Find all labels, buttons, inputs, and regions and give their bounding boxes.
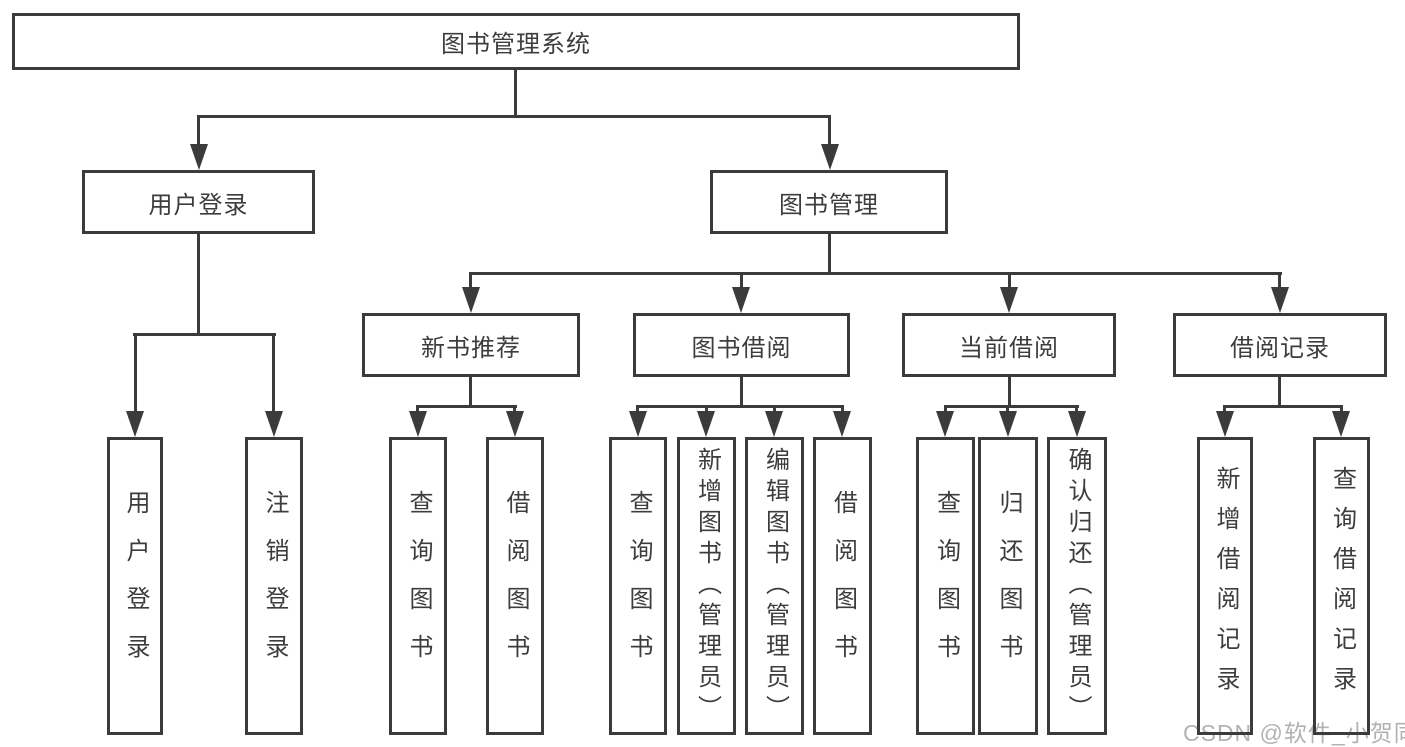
arrowhead-icon xyxy=(1332,411,1350,437)
connector-bookmgmt-stem xyxy=(828,234,831,275)
leaf-query-borrow-record: 查询借阅记录 xyxy=(1313,437,1370,735)
connector-arrow-stem xyxy=(416,405,419,413)
node-book-mgmt-label: 图书管理 xyxy=(779,191,879,219)
arrowhead-icon xyxy=(629,411,647,437)
leaf-borrow-book-label: 借阅图书 xyxy=(829,490,857,682)
leaf-query-book-borrow: 查询图书 xyxy=(609,437,667,735)
connector-root-stem xyxy=(514,70,517,118)
leaf-borrow-book-rec-label: 借阅图书 xyxy=(502,490,529,682)
connector-arrow-stem xyxy=(944,405,947,413)
arrowhead-icon xyxy=(765,411,783,437)
leaf-confirm-return: 确认归还（管理员） xyxy=(1047,437,1107,735)
node-new-book-rec-label: 新书推荐 xyxy=(421,334,521,362)
arrowhead-icon xyxy=(821,144,839,170)
connector-arrow-stem xyxy=(513,405,516,413)
connector-arrow-stem xyxy=(1006,405,1009,413)
node-current-borrow-label: 当前借阅 xyxy=(959,334,1059,362)
connector-arrow-stem xyxy=(1008,272,1011,289)
node-borrow-records: 借阅记录 xyxy=(1173,313,1387,377)
leaf-query-book-borrow-label: 查询图书 xyxy=(625,490,652,682)
node-current-borrow: 当前借阅 xyxy=(902,313,1116,377)
leaf-logout-label: 注销登录 xyxy=(261,490,288,682)
leaf-query-borrow-record-label: 查询借阅记录 xyxy=(1328,466,1356,706)
node-borrow-records-label: 借阅记录 xyxy=(1230,334,1330,362)
connector-arrow-stem xyxy=(1340,405,1343,413)
leaf-query-book-rec-label: 查询图书 xyxy=(405,490,432,682)
node-new-book-rec: 新书推荐 xyxy=(362,313,580,377)
connector-borrowrecords-hbar xyxy=(1223,405,1343,408)
connector-arrow-stem xyxy=(272,333,275,413)
connector-bookborrow-hbar xyxy=(636,405,844,408)
leaf-edit-book-label: 编辑图书（管理员） xyxy=(761,446,789,726)
leaf-add-borrow-record-label: 新增借阅记录 xyxy=(1212,466,1239,706)
node-root-label: 图书管理系统 xyxy=(441,31,591,58)
leaf-return-book: 归还图书 xyxy=(978,437,1038,735)
leaf-add-book-label: 新增图书（管理员） xyxy=(693,446,721,726)
node-book-borrow-label: 图书借阅 xyxy=(691,334,792,362)
connector-borrowrecords-stem xyxy=(1278,377,1281,408)
node-user-login: 用户登录 xyxy=(82,170,315,234)
connector-arrow-stem xyxy=(841,405,844,413)
connector-userlogin-hbar xyxy=(133,333,276,336)
connector-arrow-stem xyxy=(1278,272,1281,289)
leaf-query-book-current-label: 查询图书 xyxy=(932,490,960,682)
node-user-login-label: 用户登录 xyxy=(148,191,249,219)
connector-arrow-stem xyxy=(197,115,200,148)
connector-arrow-stem xyxy=(773,405,776,413)
connector-arrow-stem xyxy=(1075,405,1078,413)
leaf-query-book-current: 查询图书 xyxy=(916,437,975,735)
arrowhead-icon xyxy=(190,144,208,170)
connector-currentborrow-stem xyxy=(1008,377,1011,408)
leaf-borrow-book: 借阅图书 xyxy=(813,437,872,735)
connector-root-hbar xyxy=(197,115,831,118)
arrowhead-icon xyxy=(265,411,283,437)
node-book-borrow: 图书借阅 xyxy=(633,313,850,377)
arrowhead-icon xyxy=(732,287,750,313)
connector-arrow-stem xyxy=(1223,405,1226,413)
leaf-user-login: 用户登录 xyxy=(107,437,163,735)
leaf-add-borrow-record: 新增借阅记录 xyxy=(1197,437,1253,735)
leaf-query-book-rec: 查询图书 xyxy=(389,437,447,735)
arrowhead-icon xyxy=(409,411,427,437)
leaf-edit-book: 编辑图书（管理员） xyxy=(745,437,804,735)
connector-bookmgmt-hbar xyxy=(469,272,1282,275)
arrowhead-icon xyxy=(126,411,144,437)
connector-userlogin-stem xyxy=(197,234,200,336)
connector-currentborrow-hbar xyxy=(944,405,1079,408)
connector-arrow-stem xyxy=(828,115,831,148)
node-root: 图书管理系统 xyxy=(12,13,1020,70)
leaf-add-book: 新增图书（管理员） xyxy=(677,437,736,735)
arrowhead-icon xyxy=(1271,287,1289,313)
connector-newbookrec-hbar xyxy=(416,405,517,408)
connector-arrow-stem xyxy=(134,333,137,413)
connector-arrow-stem xyxy=(469,272,472,289)
arrowhead-icon xyxy=(462,287,480,313)
connector-arrow-stem xyxy=(705,405,708,413)
leaf-return-book-label: 归还图书 xyxy=(995,490,1022,682)
arrowhead-icon xyxy=(1000,287,1018,313)
arrowhead-icon xyxy=(936,411,954,437)
arrowhead-icon xyxy=(999,411,1017,437)
leaf-confirm-return-label: 确认归还（管理员） xyxy=(1064,446,1091,726)
arrowhead-icon xyxy=(697,411,715,437)
connector-bookborrow-stem xyxy=(740,377,743,408)
connector-arrow-stem xyxy=(636,405,639,413)
leaf-borrow-book-rec: 借阅图书 xyxy=(486,437,544,735)
connector-arrow-stem xyxy=(740,272,743,289)
connector-newbookrec-stem xyxy=(469,377,472,408)
arrowhead-icon xyxy=(1216,411,1234,437)
leaf-user-login-label: 用户登录 xyxy=(122,490,149,682)
node-book-mgmt: 图书管理 xyxy=(710,170,948,234)
arrowhead-icon xyxy=(1068,411,1086,437)
arrowhead-icon xyxy=(833,411,851,437)
leaf-logout: 注销登录 xyxy=(245,437,303,735)
arrowhead-icon xyxy=(506,411,524,437)
